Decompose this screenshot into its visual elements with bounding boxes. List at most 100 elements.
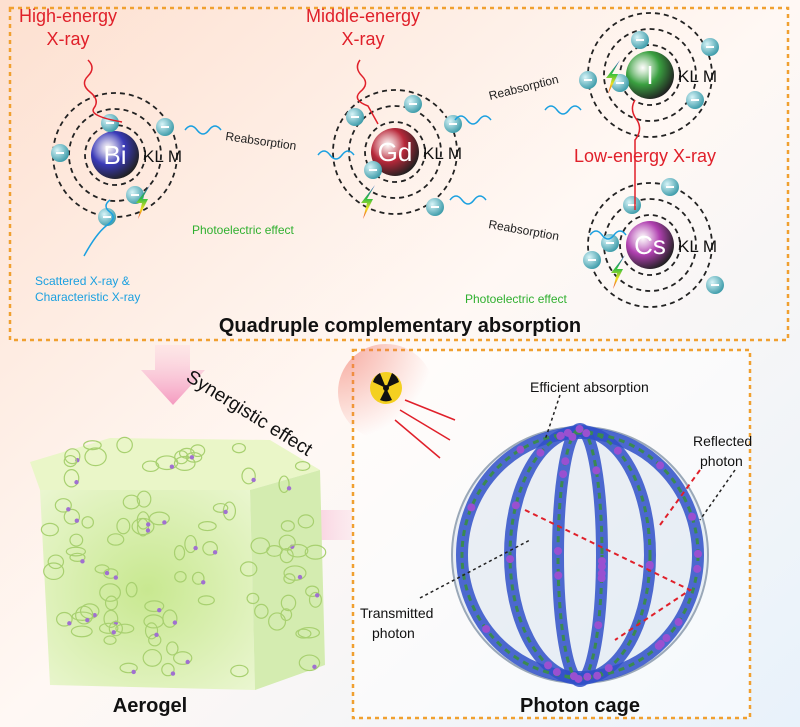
aerogel-pore: [250, 537, 271, 555]
lightning-icon: [611, 255, 625, 289]
aerogel-particle: [162, 520, 167, 525]
aerogel-particle: [104, 570, 110, 576]
aerogel-particle: [286, 486, 292, 491]
aerogel-pore: [280, 608, 293, 622]
electron-shell: [603, 28, 697, 122]
high-energy-label: High-energy: [19, 6, 117, 26]
characteristic-label: Characteristic X-ray: [35, 290, 140, 304]
scattered-label: Scattered X-ray &: [35, 274, 130, 288]
cage-particle: [594, 621, 603, 630]
cage-particle: [613, 446, 622, 455]
aerogel-pore: [246, 592, 260, 605]
aerogel-pore: [54, 498, 72, 513]
aerogel-pore: [173, 545, 186, 561]
cube-front-face: [40, 490, 255, 690]
aerogel-pore: [212, 502, 229, 513]
minus-sign: [161, 126, 169, 128]
cage-particle: [656, 461, 665, 470]
aerogel-pore: [63, 469, 80, 488]
shell-labels: KL M: [678, 67, 717, 86]
cage-particle: [645, 562, 654, 571]
aerogel-pore: [286, 543, 309, 558]
nucleus: [371, 128, 419, 176]
aerogel-pore: [268, 612, 287, 631]
lightning-icon: [606, 60, 620, 94]
cage-particle: [592, 466, 601, 475]
aerogel-pore: [107, 533, 125, 546]
aerogel-pore: [173, 651, 193, 665]
minus-sign: [588, 259, 596, 261]
aerogel-particle: [172, 620, 178, 625]
aerogel-pore: [294, 460, 311, 472]
aerogel-pore: [190, 444, 206, 458]
cage-particle: [554, 571, 563, 580]
aerogel-pore: [231, 442, 247, 454]
shell-labels: KL M: [423, 144, 462, 163]
nucleus: [91, 131, 139, 179]
cube-side-face: [250, 470, 325, 690]
lightning-icon: [361, 185, 375, 219]
cage-particle: [604, 664, 613, 673]
reabsorption-wave: [449, 195, 487, 205]
electron-shell: [348, 105, 442, 199]
aerogel-pore: [122, 494, 141, 510]
reflected-label: Reflected: [693, 433, 752, 449]
electron-shell: [52, 92, 178, 218]
radiation-icon: [370, 372, 402, 404]
aerogel-particle: [111, 630, 116, 635]
aerogel-pore: [84, 447, 107, 467]
aerogel-particle: [131, 669, 136, 675]
reabsorption-wave: [317, 150, 355, 160]
atom-symbol: Cs: [634, 230, 666, 260]
cage-shell: [451, 426, 709, 684]
aerogel-particle: [169, 464, 175, 469]
transmitted-label-2: photon: [372, 625, 415, 641]
aerogel-particle: [201, 580, 206, 585]
aerogel-pore: [305, 585, 320, 598]
middle-energy-label: Middle-energy: [306, 6, 420, 26]
cage-particle: [693, 549, 702, 558]
shell-labels: KL M: [678, 237, 717, 256]
cage-particle: [559, 470, 568, 479]
aerogel-particle: [92, 612, 97, 618]
aerogel-particle: [85, 617, 90, 623]
aerogel-pore: [94, 564, 110, 574]
aerogel-pore: [69, 552, 86, 562]
photoelectric-label-2: Photoelectric effect: [465, 292, 568, 306]
aerogel-pore: [56, 611, 73, 627]
aerogel-pore: [161, 662, 175, 677]
aerogel-particle: [251, 477, 256, 483]
aerogel-pore: [125, 581, 138, 598]
middle-energy-label-2: X-ray: [341, 29, 384, 49]
high-energy-wave: [83, 59, 123, 123]
aerogel-pore: [197, 521, 217, 532]
aerogel-pore: [148, 511, 170, 526]
electron-shell: [619, 214, 681, 276]
cage-particle: [575, 425, 584, 434]
aerogel-pore: [103, 609, 119, 629]
aerogel-particle: [113, 575, 118, 580]
aerogel-pore: [103, 635, 117, 645]
cage-particle: [556, 432, 565, 441]
aerogel-pore: [65, 546, 87, 557]
aerogel-pore: [279, 548, 294, 564]
aerogel-pore: [283, 573, 296, 584]
aerogel-particle: [223, 509, 228, 515]
aerogel-pore: [43, 562, 65, 581]
cage-particle: [597, 562, 606, 571]
aerogel-pore: [47, 554, 65, 570]
high-energy-label-2: X-ray: [46, 29, 89, 49]
reabsorption-wave: [184, 125, 222, 135]
aerogel-pore: [108, 620, 123, 637]
cage-particle: [568, 432, 577, 441]
nucleus: [626, 221, 674, 269]
aerogel-pore: [141, 460, 160, 473]
aerogel-pore: [99, 583, 121, 602]
minus-sign: [606, 242, 614, 244]
aerogel-pore: [144, 600, 165, 613]
aerogel-particle: [193, 545, 198, 551]
aerogel-pore: [104, 595, 119, 611]
aerogel-pore: [254, 603, 269, 619]
cage-particle: [536, 448, 545, 457]
